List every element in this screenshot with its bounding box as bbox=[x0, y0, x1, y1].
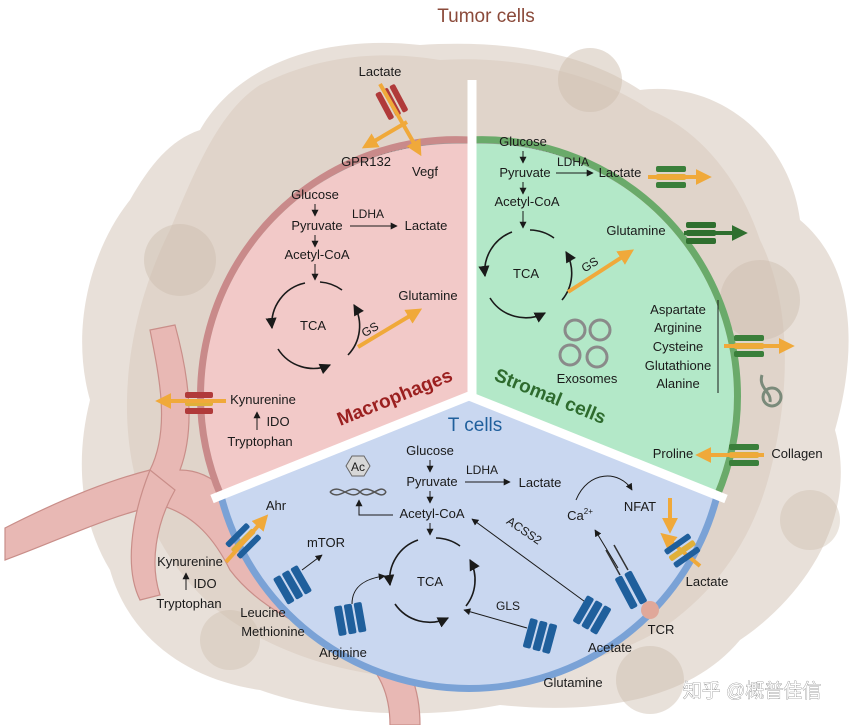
tcell-membrane bbox=[217, 495, 721, 692]
collagen-icon bbox=[759, 374, 783, 408]
acetylcoa-to-ac-arrow bbox=[355, 499, 393, 516]
tc-ldha-label: LDHA bbox=[466, 463, 498, 477]
str-acetylcoa-label: Acetyl-CoA bbox=[494, 194, 559, 209]
mac-acetylcoa-label: Acetyl-CoA bbox=[284, 247, 349, 262]
tc-ca-label: Ca2+ bbox=[567, 507, 593, 523]
tc-tca-label: TCA bbox=[417, 574, 443, 589]
mac-tryptophan-label: Tryptophan bbox=[227, 434, 292, 449]
tc-lactate-out-label: Lactate bbox=[686, 574, 729, 589]
str-proline-label: Proline bbox=[653, 446, 693, 461]
tc-leucine-transporter-icon bbox=[273, 565, 312, 605]
tcr-to-ca-arrow bbox=[594, 529, 619, 569]
tc-nfat-label: NFAT bbox=[624, 499, 656, 514]
tcr-receptor-icon bbox=[605, 544, 659, 619]
histone-acetylation-icon bbox=[329, 455, 387, 496]
tc-acetate-label: Acetate bbox=[588, 640, 632, 655]
mac-glutamine-label: Glutamine bbox=[398, 288, 457, 303]
stromal-panel: Glucose Pyruvate LDHA Lactate Acetyl-CoA… bbox=[478, 134, 823, 466]
str-exosomes-label: Exosomes bbox=[557, 371, 618, 386]
tc-tcr-label: TCR bbox=[648, 622, 675, 637]
kynurenine-to-ahr-arrow bbox=[224, 514, 269, 564]
tc-tryptophan-label: Tryptophan bbox=[156, 596, 221, 611]
tc-arginine-label: Arginine bbox=[319, 645, 367, 660]
str-pyruvate-label: Pyruvate bbox=[499, 165, 550, 180]
tc-pyruvate-label: Pyruvate bbox=[406, 474, 457, 489]
str-tca-cycle bbox=[478, 229, 576, 323]
tc-ido-label: IDO bbox=[193, 576, 216, 591]
tc-glutamine-transporter-icon bbox=[523, 618, 557, 654]
tc-methionine-label: Methionine bbox=[241, 624, 305, 639]
tc-tca-cycle bbox=[383, 537, 480, 628]
tc-ca-superscript: 2+ bbox=[584, 507, 593, 516]
str-glucose-label: Glucose bbox=[499, 134, 547, 149]
mac-kynurenine-label: Kynurenine bbox=[230, 392, 296, 407]
tc-gls-label: GLS bbox=[496, 599, 520, 613]
vegf-label: Vegf bbox=[412, 164, 438, 179]
tc-glutamine-label: Glutamine bbox=[543, 675, 602, 690]
str-ldha-label: LDHA bbox=[557, 155, 589, 169]
mac-gs-arrow bbox=[356, 308, 423, 349]
acss2-arrow bbox=[471, 518, 589, 605]
arginine-to-tca-arrow bbox=[351, 573, 386, 605]
receptor-to-gpr132-arrow bbox=[361, 120, 409, 149]
mac-glucose-label: Glucose bbox=[291, 187, 339, 202]
tc-ahr-label: Ahr bbox=[266, 498, 287, 513]
tc-mtor-label: mTOR bbox=[307, 535, 345, 550]
gls-arrow bbox=[463, 608, 528, 629]
exosomes-icon bbox=[558, 318, 612, 369]
leucine-to-mtor-arrow bbox=[301, 554, 323, 571]
tumor-cells-title: Tumor cells bbox=[437, 6, 534, 27]
tc-ac-label: Ac bbox=[351, 460, 365, 474]
tc-lactate-label: Lactate bbox=[519, 475, 562, 490]
tc-kynurenine-label: Kynurenine bbox=[157, 554, 223, 569]
tc-lactate-transporter-icon bbox=[664, 533, 701, 568]
mac-tca-label: TCA bbox=[300, 318, 326, 333]
mac-tca-cycle bbox=[265, 281, 364, 375]
watermark: 知乎 @概普佳信 bbox=[683, 680, 822, 702]
amino-acid-5: Alanine bbox=[656, 376, 699, 391]
str-tca-label: TCA bbox=[513, 266, 539, 281]
amino-acid-2: Arginine bbox=[654, 320, 702, 335]
tc-leucine-label: Leucine bbox=[240, 605, 286, 620]
mac-ido-label: IDO bbox=[266, 414, 289, 429]
mac-pyruvate-label: Pyruvate bbox=[291, 218, 342, 233]
str-collagen-label: Collagen bbox=[771, 446, 822, 461]
tc-arginine-transporter-icon bbox=[334, 602, 367, 636]
mac-lactate2-label: Lactate bbox=[405, 218, 448, 233]
macrophage-membrane bbox=[197, 136, 470, 498]
tc-ca-text: Ca bbox=[567, 508, 584, 523]
tc-glucose-label: Glucose bbox=[406, 443, 454, 458]
amino-acid-3: Cysteine bbox=[653, 339, 704, 354]
str-gs-arrow bbox=[566, 249, 635, 294]
mac-ldha-label: LDHA bbox=[352, 207, 384, 221]
macrophage-sector bbox=[204, 143, 469, 495]
amino-acid-4: Glutathione bbox=[645, 358, 712, 373]
lactate-to-vegf-arrow bbox=[378, 83, 422, 157]
str-lactate-label: Lactate bbox=[599, 165, 642, 180]
stromal-membrane bbox=[468, 136, 741, 498]
tc-acetylcoa-label: Acetyl-CoA bbox=[399, 506, 464, 521]
ca-to-nfat-arrow bbox=[575, 475, 633, 501]
tcells-title: T cells bbox=[448, 415, 503, 436]
sector-dividers bbox=[210, 80, 728, 504]
gpr132-label: GPR132 bbox=[341, 154, 391, 169]
amino-acid-1: Aspartate bbox=[650, 302, 706, 317]
macrophage-lactate-label: Lactate bbox=[359, 64, 402, 79]
str-glutamine-label: Glutamine bbox=[606, 223, 665, 238]
tc-acetate-transporter-icon bbox=[573, 595, 611, 635]
